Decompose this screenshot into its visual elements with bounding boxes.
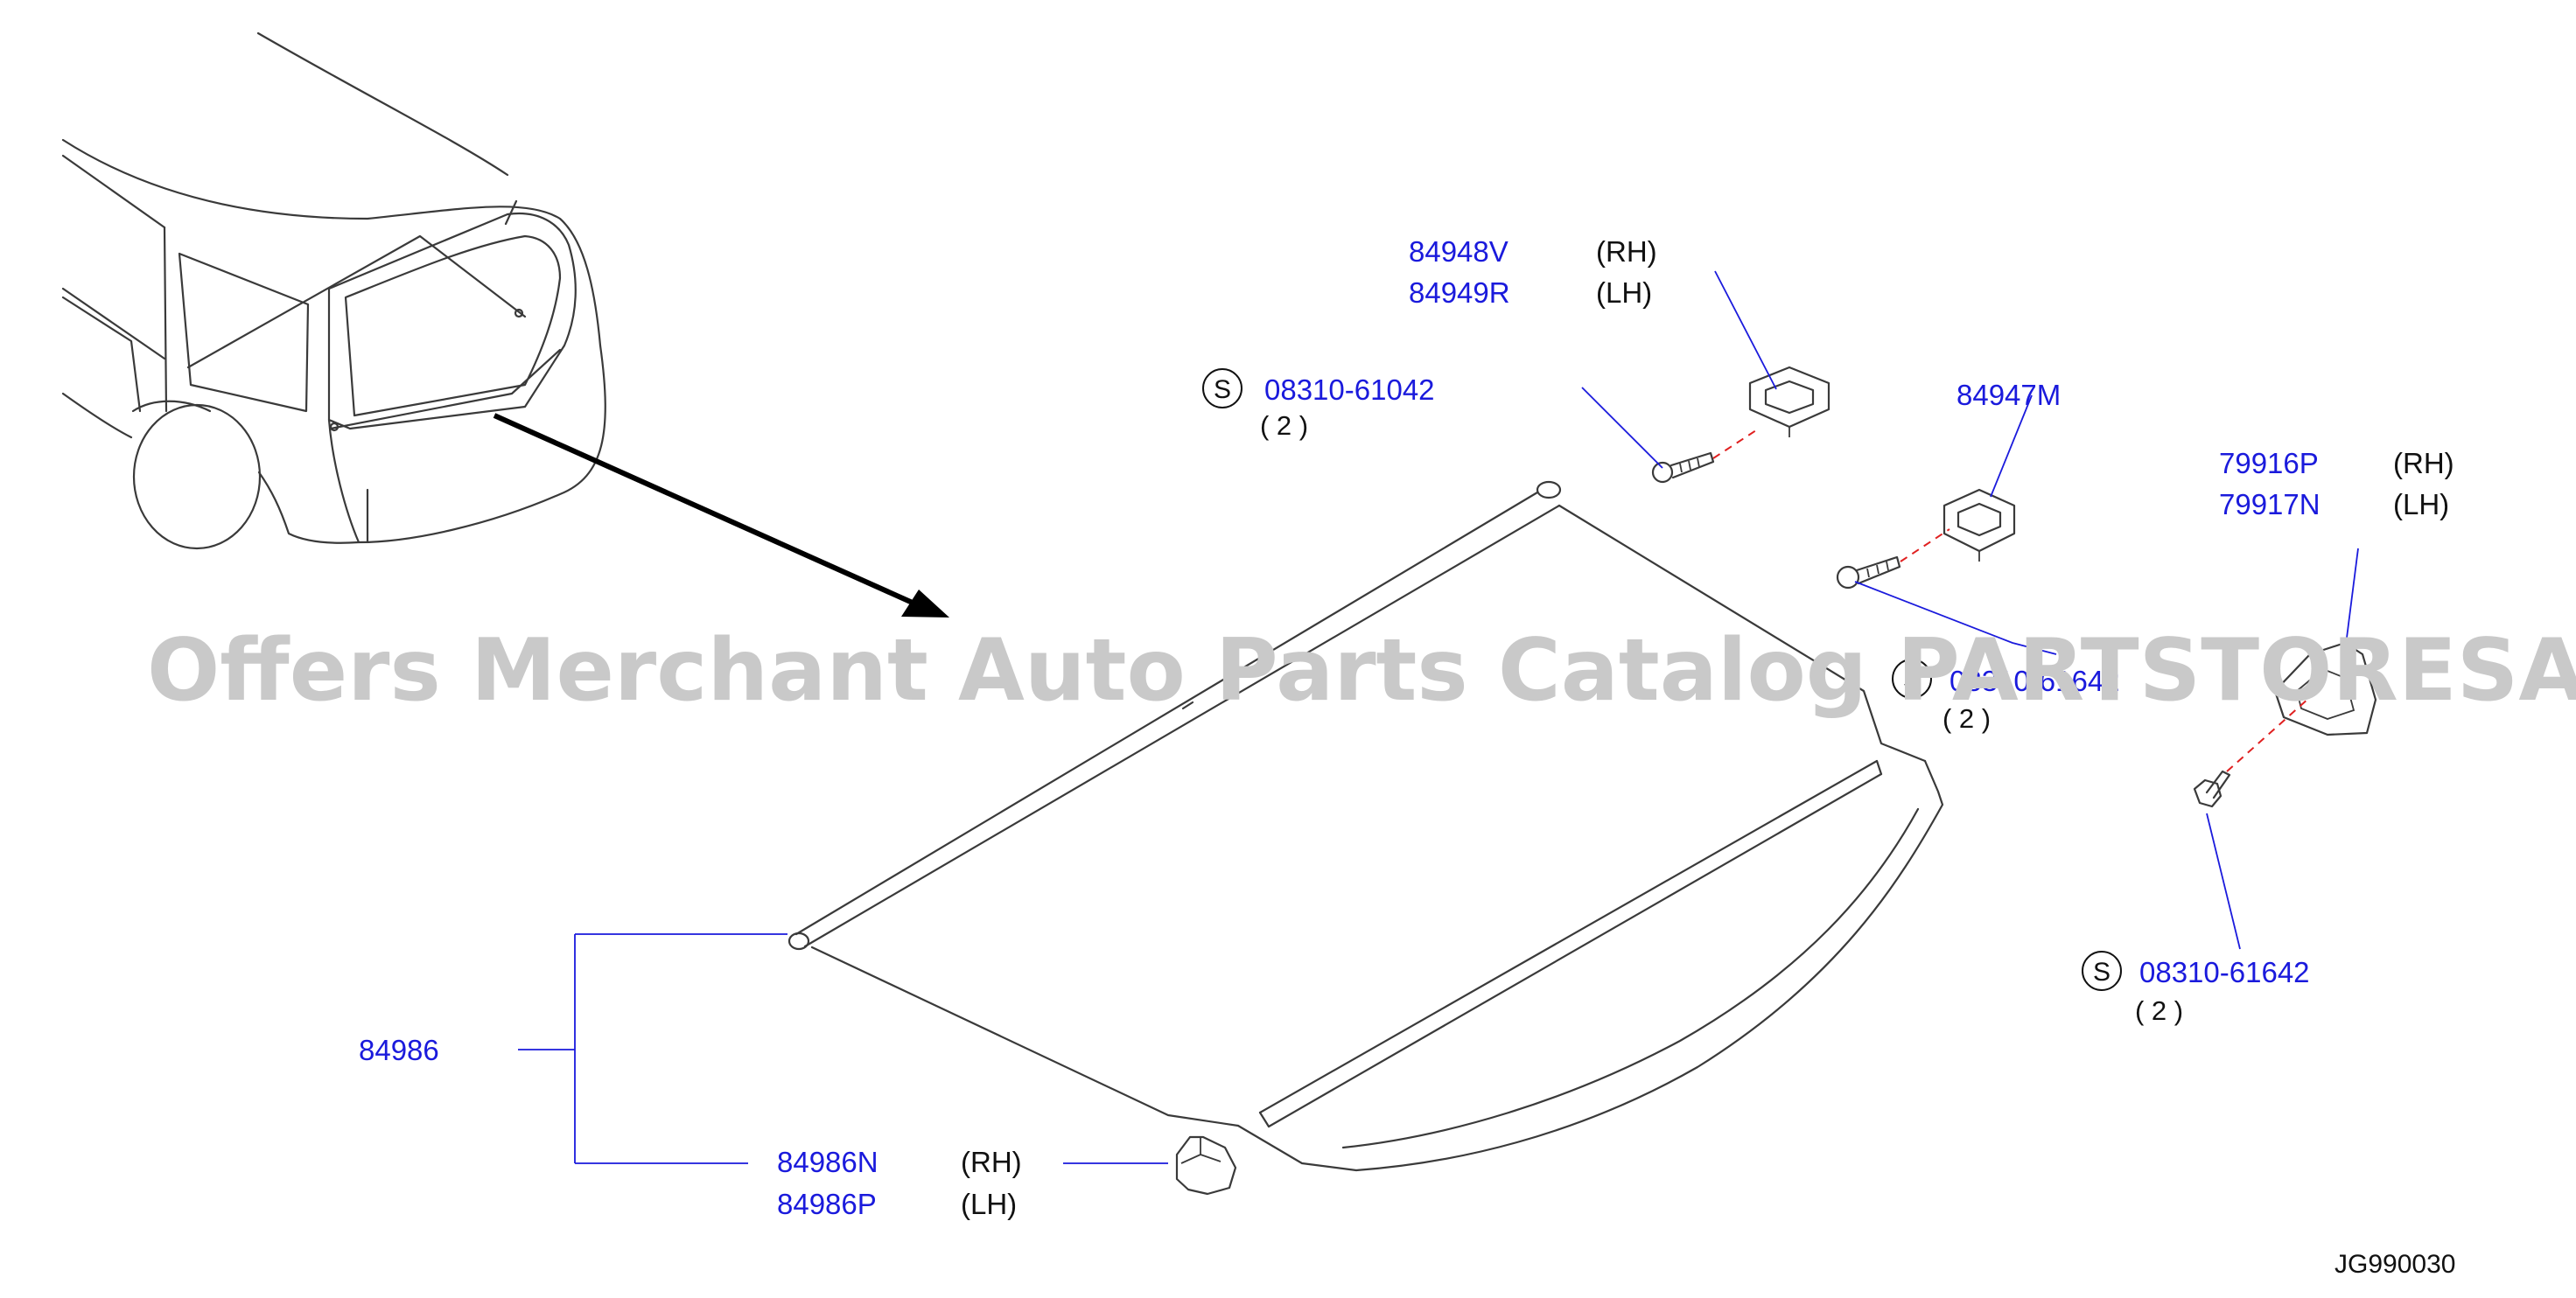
side-label-rh: (RH) [2393,447,2454,479]
callout-clip-mid: 84947M [1956,379,2061,411]
quantity-label: ( 2 ) [1942,703,1991,734]
part-number-84986p[interactable]: 84986P [777,1188,877,1220]
watermark-text: Offers Merchant Auto Parts Catalog PARTS… [147,621,2576,721]
standard-part-s-icon [2082,951,2122,991]
part-number-79917n[interactable]: 79917N [2219,488,2320,520]
direction-arrow [493,413,949,618]
leader-lines [518,270,2359,1164]
callout-screw-mid: S 08310-61642 ( 2 ) [1892,659,2120,734]
bracket-right-illustration [2273,641,2377,736]
tonneau-cover-assembly [788,480,1944,1172]
guide-clip-mid [1900,528,1950,562]
side-label-rh: (RH) [1596,235,1657,268]
side-label-rh: (RH) [961,1146,1022,1178]
guide-bracket-right [2226,690,2318,772]
part-number-84948v[interactable]: 84948V [1409,235,1508,268]
quantity-label: ( 2 ) [1260,410,1308,441]
callout-end-cap: 84986N (RH) 84986P (LH) [777,1146,1022,1220]
quantity-label: ( 2 ) [2135,995,2183,1026]
screw-mid-illustration [1836,555,1901,590]
guide-clip-upper [1712,428,1760,459]
callout-clip-upper: 84948V (RH) 84949R (LH) [1409,235,1657,309]
side-label-lh: (LH) [1596,276,1652,309]
callout-bracket-right: 79916P (RH) 79917N (LH) [2219,447,2454,520]
end-cap-illustration [1175,1135,1237,1196]
diagram-code: JG990030 [2334,1250,2455,1279]
vehicle-rear-illustration [61,31,606,550]
callout-screw-left: S 08310-61042 ( 2 ) [1202,368,1435,441]
part-number-84947m[interactable]: 84947M [1956,379,2061,411]
side-label-lh: (LH) [2393,488,2449,520]
callout-cover-assembly: 84986 [359,1034,439,1066]
part-number-84986n[interactable]: 84986N [777,1146,878,1178]
clip-upper-illustration [1748,366,1830,437]
part-number-84986[interactable]: 84986 [359,1034,439,1066]
standard-part-symbol: S [1214,375,1231,404]
screw-right-illustration [2193,770,2231,808]
standard-part-symbol: S [2093,958,2110,987]
part-number-08310-61042[interactable]: 08310-61042 [1264,373,1435,406]
part-number-08310-61642[interactable]: 08310-61642 [2139,956,2310,988]
standard-part-s-icon [1202,368,1242,408]
standard-part-s-icon [1892,659,1932,699]
side-label-lh: (LH) [961,1188,1017,1220]
screw-left-illustration [1651,451,1715,484]
standard-part-symbol: S [1903,666,1921,694]
part-number-79916p[interactable]: 79916P [2219,447,2319,479]
callout-screw-right: S 08310-61642 ( 2 ) [2082,951,2310,1026]
part-number-08310-61642[interactable]: 08310-61642 [1950,665,2120,697]
clip-mid-illustration [1942,488,2016,562]
part-number-84949r[interactable]: 84949R [1409,276,1510,309]
